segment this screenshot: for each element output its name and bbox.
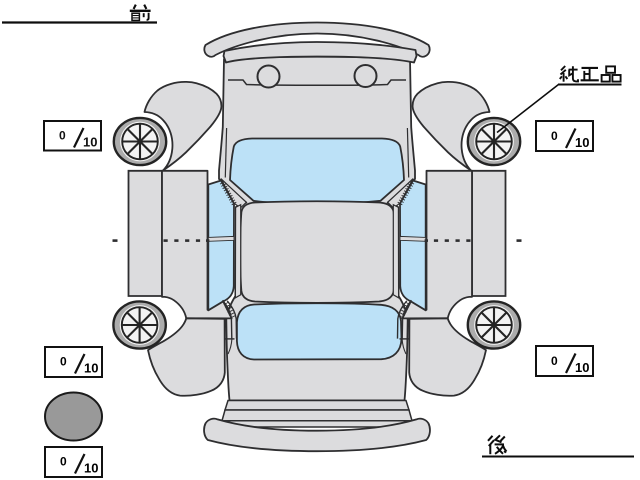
svg-text:0: 0 — [59, 129, 66, 143]
svg-text:10: 10 — [83, 135, 97, 150]
